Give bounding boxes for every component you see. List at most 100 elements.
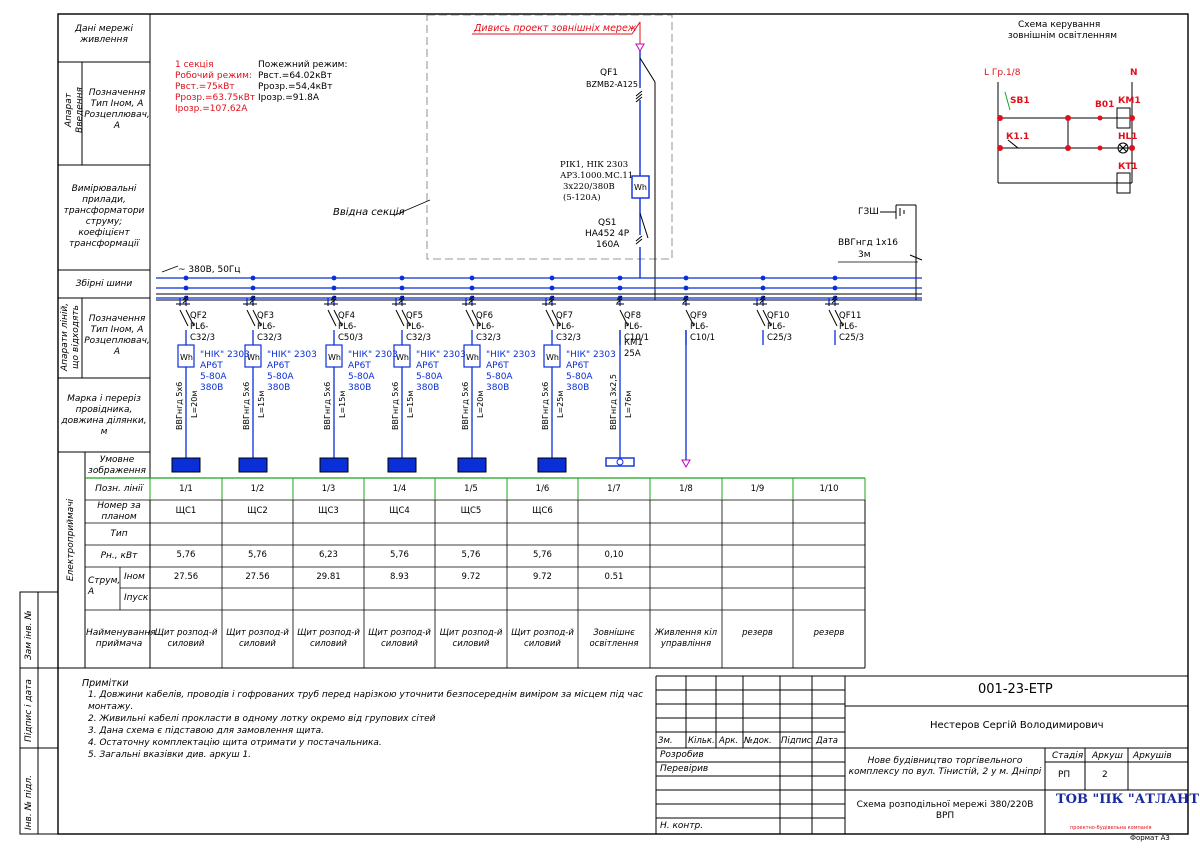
- plan-2: ЩС2: [247, 506, 268, 516]
- receiver-name-9: резерв: [742, 628, 773, 638]
- svg-text:Wh: Wh: [328, 353, 341, 362]
- feeder-qf-4: QF5: [406, 311, 423, 321]
- work-line-1: Рвст.=75кВт: [175, 82, 235, 92]
- inom-2: 27.56: [245, 572, 270, 582]
- feeder-rating-7: C10/1: [624, 333, 650, 343]
- feeder-type-5: PL6-: [476, 322, 495, 332]
- feeder-km-rating-7: 25А: [624, 349, 641, 359]
- row-power-label: Рн., кВт: [100, 551, 138, 561]
- hdr-sheet: Арк.: [719, 736, 739, 746]
- qs1-label: QS1: [598, 218, 617, 228]
- feeder-qf-9: QF10: [767, 311, 790, 321]
- receiver-name-10: резерв: [813, 628, 845, 638]
- power-5: 5,76: [461, 550, 481, 560]
- feeder-meter-range-3: 5-80А: [348, 372, 375, 382]
- work-line-3: Ірозр.=107.62А: [175, 104, 248, 114]
- stage-value: РП: [1058, 770, 1071, 780]
- section1-title: 1 секція: [175, 60, 214, 70]
- plan-3: ЩС3: [318, 506, 339, 516]
- feeder-length-1: L=20м: [190, 390, 199, 418]
- bus-voltage-label: ~ 380В, 50Гц: [178, 265, 241, 275]
- pos-3: 1/3: [321, 484, 336, 494]
- feeder-length-2: L=15м: [257, 390, 266, 418]
- feeder-10: [825, 275, 844, 345]
- label-line-devices: Апарати ліній, що відходять: [60, 302, 81, 372]
- input-section-box: [426, 14, 673, 260]
- feeder-2: Wh: [238, 275, 268, 473]
- feeder-meter-type-6: "НІК" 2303: [566, 350, 616, 360]
- stamp-replace-inv: Зам інв. №: [24, 610, 34, 660]
- power-6: 5,76: [533, 550, 552, 560]
- label-input-designation: Позначення Тип Іном, А Розцеплювач, А: [84, 88, 150, 131]
- feeder-9: [753, 275, 772, 345]
- feeder-meter-type-4: "НІК" 2303: [416, 350, 466, 360]
- label-cable-mark: Марка і переріз провідника, довжина діля…: [61, 394, 147, 437]
- feeder-rating-9: C25/3: [767, 333, 793, 343]
- feeder-km-7: КМ1: [624, 338, 643, 348]
- note-1: 1. Довжини кабелів, проводів і гофровани…: [88, 690, 644, 700]
- hdr-sign: Підпис: [781, 736, 812, 746]
- feeder-rating-10: C25/3: [839, 333, 865, 343]
- feeder-meter-model-3: АР6Т: [348, 361, 371, 371]
- qs1-type: HA452 4P: [585, 229, 630, 239]
- feeder-cable-6: ВВГнгд 5х6: [541, 381, 550, 430]
- feeder-type-6: PL6-: [556, 322, 575, 332]
- power-7: 0,10: [604, 550, 624, 560]
- note-1b: монтажу.: [88, 702, 134, 712]
- feeder-meter-volt-3: 380В: [348, 383, 372, 393]
- feeder-qf-1: QF2: [190, 311, 207, 321]
- feeder-8: [681, 275, 695, 469]
- pos-4: 1/4: [392, 484, 407, 494]
- input-circuit: [631, 51, 650, 278]
- row-pos-label: Позн. лінії: [95, 484, 143, 494]
- sheet-header: Аркуш: [1092, 751, 1123, 761]
- receiver-name-3: Щит розпод-й силовий: [297, 628, 360, 649]
- receiver-name-2: Щит розпод-й силовий: [226, 628, 289, 649]
- feeder-meter-type-1: "НІК" 2303: [200, 350, 250, 360]
- author-name: Нестеров Сергій Володимирович: [930, 720, 1104, 731]
- feeder-type-1: PL6-: [190, 322, 209, 332]
- feeder-rating-4: C32/3: [406, 333, 432, 343]
- cable-in-label: ВВГнгд 1х16: [838, 238, 899, 248]
- inom-6: 9.72: [533, 572, 552, 582]
- receiver-name-6: Щит розпод-й силовий: [511, 628, 574, 649]
- feeder-meter-range-5: 5-80А: [486, 372, 513, 382]
- feeder-5: Wh: [457, 275, 487, 473]
- meter-line-3: 3х220/380В: [563, 182, 615, 192]
- feeder-type-2: PL6-: [257, 322, 276, 332]
- feeder-cable-1: ВВГнгд 5х6: [175, 381, 184, 430]
- norm-control-label: Н. контр.: [660, 821, 704, 831]
- pos-8: 1/8: [679, 484, 693, 494]
- feeder-length-7: L=76м: [624, 390, 633, 418]
- note-4: 4. Остаточну комплектацію щита отримати …: [88, 738, 382, 748]
- qf1-label: QF1: [600, 68, 618, 78]
- note-3: 3. Дана схема є підставою для замовлення…: [88, 726, 325, 736]
- feeder-type-7: PL6-: [624, 322, 643, 332]
- inom-5: 9.72: [461, 572, 481, 582]
- feeder-cable-5: ВВГнгд 5х6: [461, 381, 470, 430]
- label-line-designation: Позначення Тип Іном, А Розцеплювач, А: [84, 314, 150, 357]
- row-current-label: Струм, А: [88, 576, 121, 597]
- plan-4: ЩС4: [389, 506, 410, 516]
- feeder-3: Wh: [319, 275, 349, 473]
- km1-label: КМ1: [1118, 96, 1141, 106]
- feeder-meter-range-6: 5-80А: [566, 372, 593, 382]
- pos-5: 1/5: [464, 484, 478, 494]
- feeder-rating-8: C10/1: [690, 333, 716, 343]
- feeder-meter-model-6: АР6Т: [566, 361, 589, 371]
- qs1-rating: 160A: [596, 240, 620, 250]
- format-label: Формат А3: [1130, 834, 1170, 842]
- svg-text:Wh: Wh: [180, 353, 193, 362]
- feeder-meter-volt-6: 380В: [566, 383, 590, 393]
- inom-4: 8.93: [390, 572, 409, 582]
- receiver-name-4: Щит розпод-й силовий: [368, 628, 431, 649]
- inom-7: 0.51: [604, 572, 624, 582]
- fire-mode-title: Пожежний режим:: [258, 60, 348, 70]
- fire-line-3: Ірозр.=91.8А: [258, 93, 319, 103]
- meter-line-4: (5-120А): [563, 193, 601, 203]
- fire-line-1: Рвст.=64.02кВт: [258, 71, 332, 81]
- meter-line-1: РІК1, НІК 2303: [560, 160, 629, 170]
- row-plan-label: Номер за планом: [97, 501, 141, 522]
- feeder-1: Wh: [171, 275, 201, 473]
